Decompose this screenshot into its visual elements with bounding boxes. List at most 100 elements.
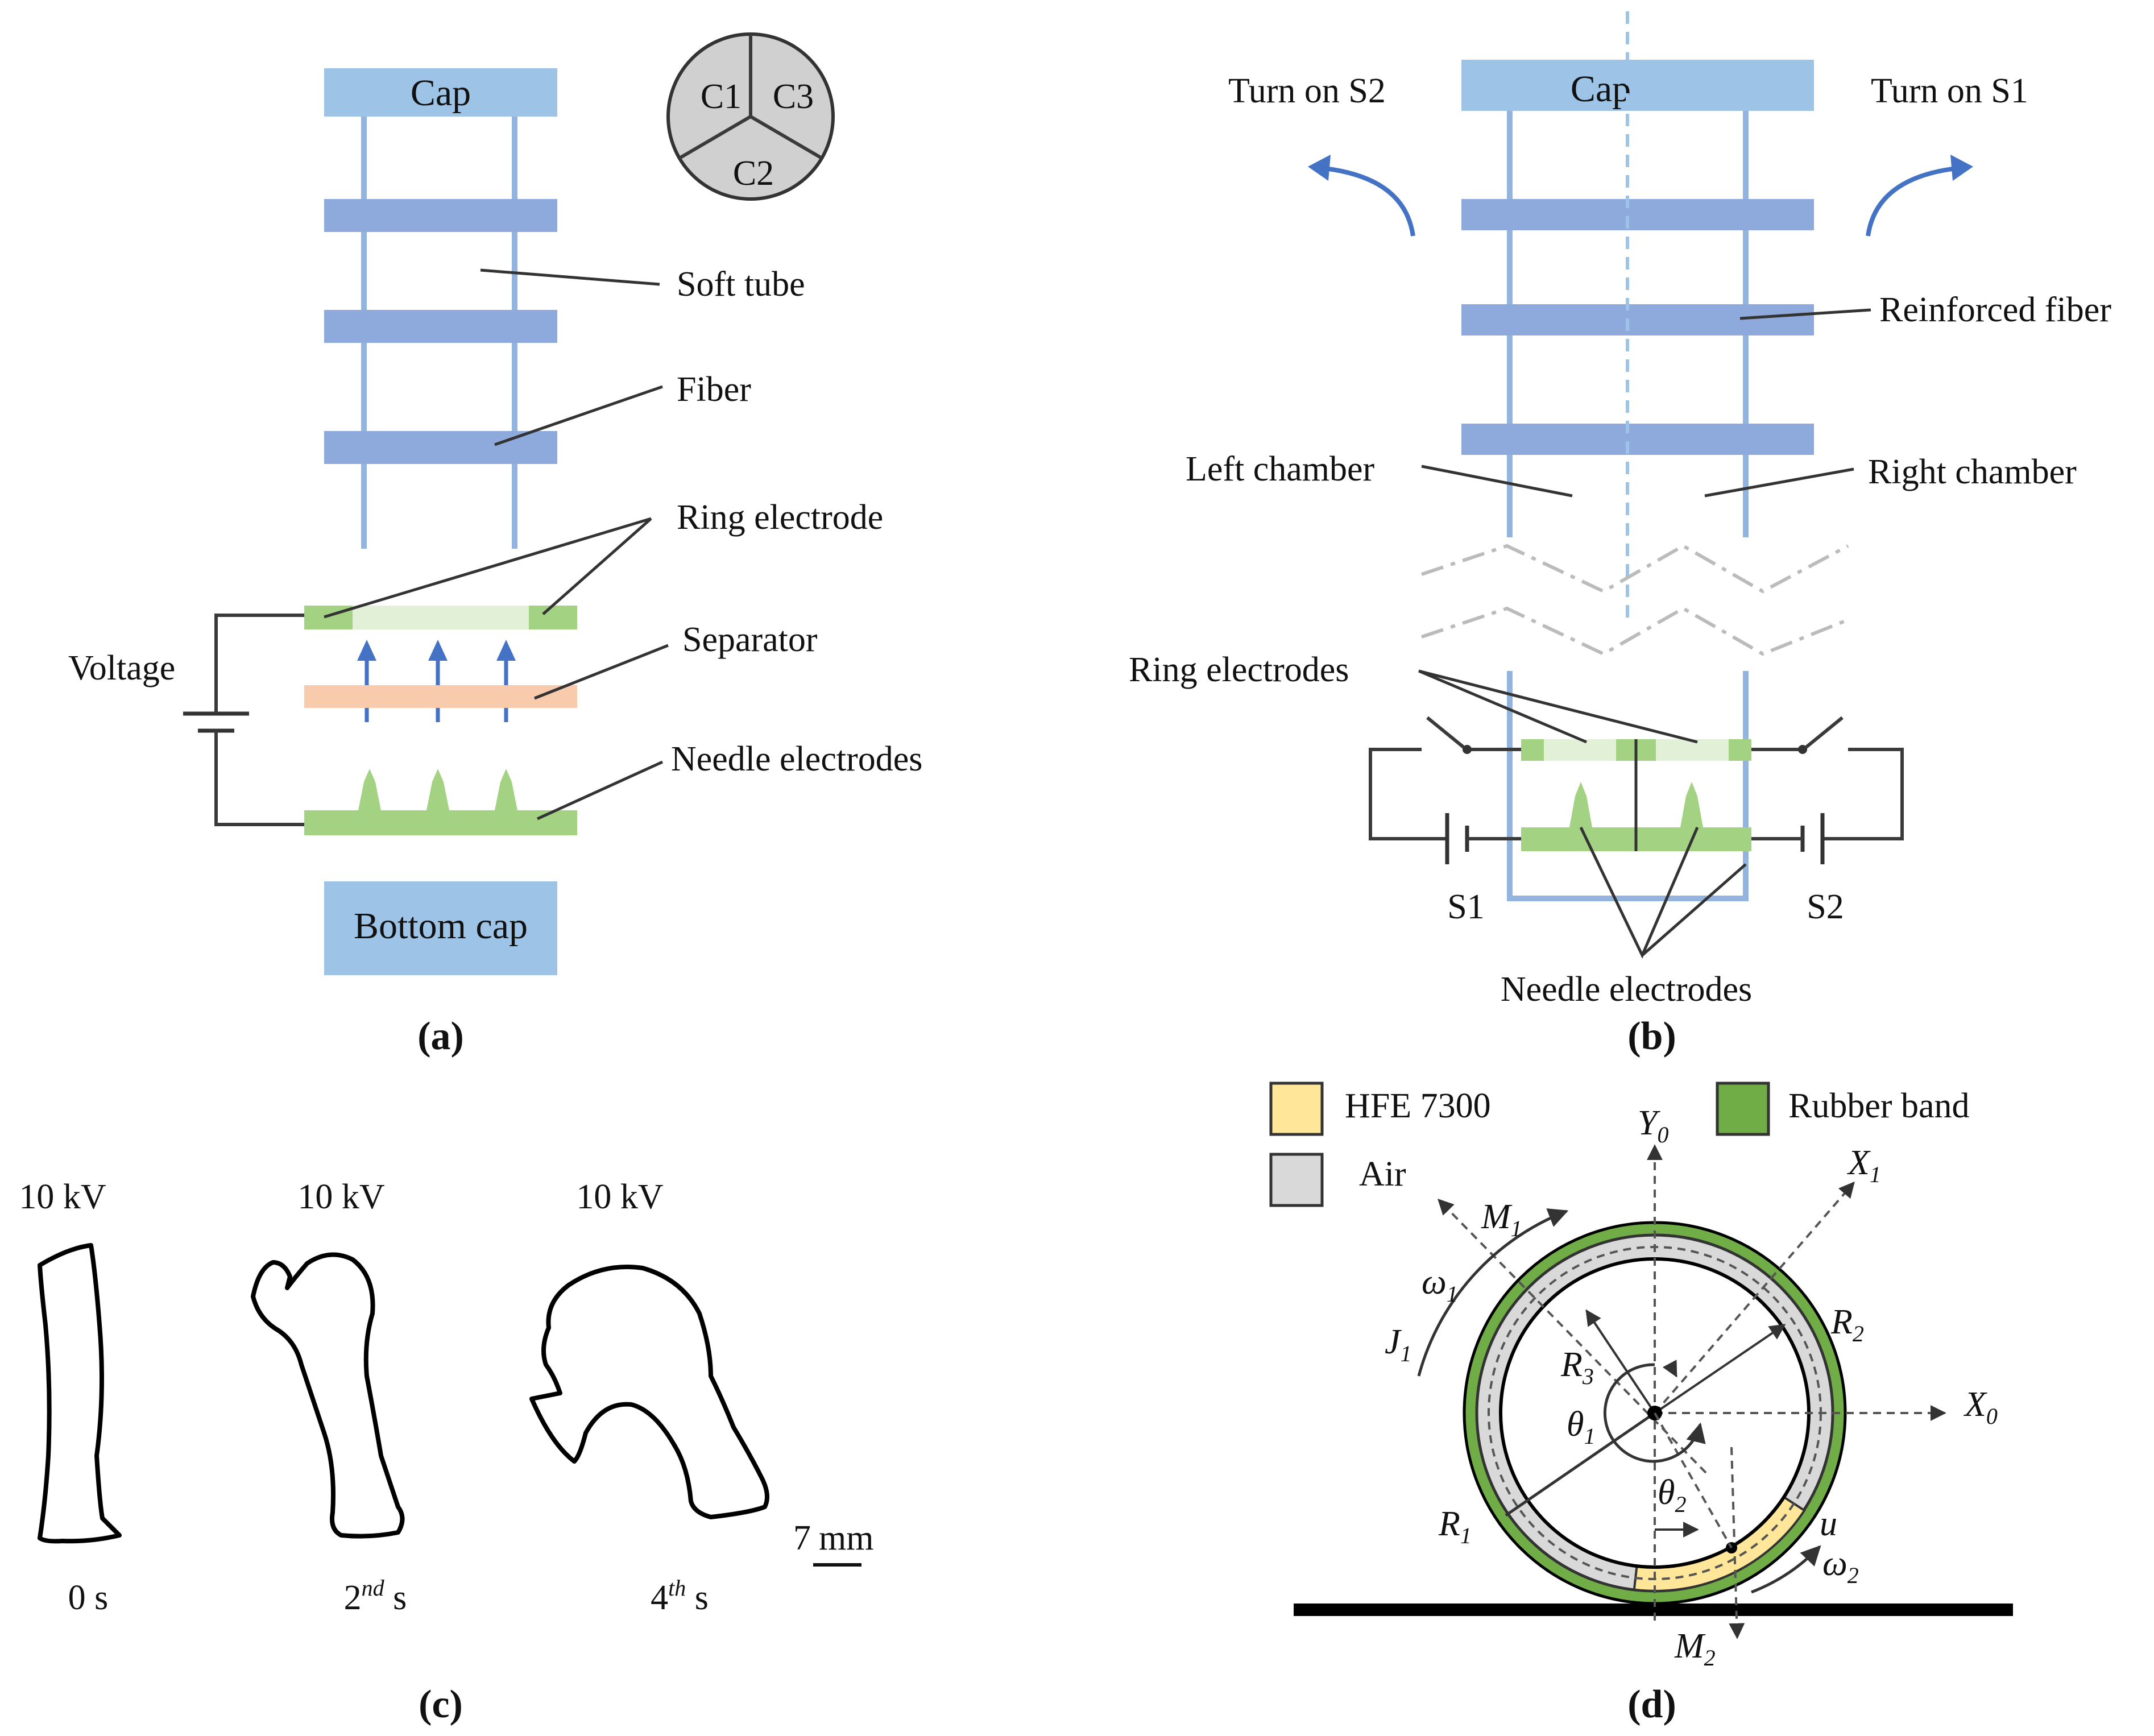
break-line <box>1421 544 1849 594</box>
fiber-label: Fiber <box>677 370 751 409</box>
actuator-shape-2s <box>251 1252 405 1539</box>
voltage-circuit <box>183 614 304 826</box>
turn-left-arrow <box>1319 165 1415 237</box>
r2-radius <box>1654 1324 1786 1414</box>
right-chamber-leader <box>1704 467 1854 498</box>
reinforced-fiber-band <box>1461 304 1814 335</box>
legend-hfe-label: HFE 7300 <box>1345 1087 1491 1125</box>
legend-hfe-swatch <box>1269 1082 1324 1136</box>
turn-on-s1-label: Turn on S1 <box>1871 72 2028 110</box>
needle-electrodes-label: Needle electrodes <box>1501 970 1752 1009</box>
fiber-band <box>324 310 557 343</box>
needle-leader <box>536 760 664 821</box>
ring-electrode-label: Ring electrode <box>677 498 883 537</box>
chamber-cross-section: C1 C3 C2 <box>666 32 835 201</box>
r3-symbol: R3 <box>1560 1345 1594 1389</box>
soft-tube-label: Soft tube <box>677 265 805 304</box>
s2-circuit <box>1751 716 1904 864</box>
actuator-shape-4s <box>529 1265 769 1519</box>
time-0s-label: 0 s <box>68 1578 109 1617</box>
needle-electrodes <box>304 769 577 835</box>
flow-arrows <box>357 640 516 722</box>
fluid-centroid-line <box>1654 1412 1733 1548</box>
ring-electrode-leader <box>542 517 652 615</box>
turn-on-s2-label: Turn on S2 <box>1228 72 1386 110</box>
ring-electrode-leader <box>324 517 652 619</box>
voltage-label-3: 10 kV <box>576 1178 664 1216</box>
legend-air-label: Air <box>1359 1155 1406 1194</box>
time-4s-label: 4th s <box>651 1575 709 1617</box>
m1-axis <box>1438 1198 1707 1474</box>
ground-surface <box>1294 1604 2013 1616</box>
omega1-symbol: ω1 <box>1422 1263 1458 1307</box>
panel-c-caption: (c) <box>419 1683 463 1726</box>
ring-electrode-end <box>1729 739 1751 761</box>
cap-box <box>1461 60 1814 111</box>
m2-axis <box>1729 1447 1745 1639</box>
fiber-band <box>324 199 557 232</box>
r1-symbol: R1 <box>1438 1505 1472 1548</box>
cap-box <box>324 68 557 117</box>
panel-a-caption: (a) <box>417 1014 464 1058</box>
reinforced-fiber-band <box>1461 424 1814 455</box>
break-line <box>1421 606 1849 656</box>
bottom-cap-box <box>324 881 557 975</box>
reinforced-fiber-band <box>1461 199 1814 230</box>
panel-c: 10 kV 10 kV 10 kV 0 s 2nd s 4th s 7 mm (… <box>19 1178 873 1726</box>
panel-d-caption: (d) <box>1627 1683 1676 1726</box>
left-chamber-label: Left chamber <box>1186 450 1375 488</box>
legend-rubber-swatch <box>1716 1082 1770 1136</box>
ring-electrode-end <box>529 606 577 629</box>
voltage-label: Voltage <box>68 649 175 687</box>
panel-b: Cap Turn on S2 Turn on S1 <box>1129 11 2111 1058</box>
omega2-symbol: ω2 <box>1822 1544 1859 1588</box>
x0-symbol: X0 <box>1963 1385 1998 1429</box>
r1-radius <box>1505 1411 1656 1517</box>
panel-d: HFE 7300 Air Rubber band <box>1269 1082 2013 1726</box>
tube-lower-wall <box>1507 671 1749 901</box>
ring-electrodes-label: Ring electrodes <box>1129 651 1349 689</box>
separator <box>304 685 577 708</box>
scale-bar: 7 mm <box>793 1519 873 1567</box>
chamber-c2-label: C2 <box>733 154 774 193</box>
separator-leader <box>534 644 669 700</box>
legend-rubber-label: Rubber band <box>1788 1087 1970 1125</box>
panel-b-caption: (b) <box>1627 1014 1676 1058</box>
omega2-arrow <box>1751 1545 1821 1594</box>
m1-symbol: M1 <box>1481 1198 1522 1241</box>
omega1-arrow <box>1417 1208 1569 1377</box>
x1-axis <box>1654 1181 1855 1414</box>
voltage-label-1: 10 kV <box>19 1178 106 1216</box>
theta1-tick <box>1662 1360 1677 1378</box>
theta2-symbol: θ2 <box>1658 1473 1686 1517</box>
reinforced-fiber-leader <box>1739 308 1871 320</box>
turn-left-arrowhead <box>1308 155 1331 181</box>
s1-label: S1 <box>1447 888 1484 926</box>
reinforced-fiber-label: Reinforced fiber <box>1879 291 2111 329</box>
chamber-c3-label: C3 <box>773 77 814 116</box>
r2-symbol: R2 <box>1830 1303 1864 1346</box>
soft-tube-leader <box>480 268 660 286</box>
s2-label: S2 <box>1807 888 1844 926</box>
theta1-symbol: θ1 <box>1567 1405 1595 1449</box>
y0-symbol: Y0 <box>1638 1104 1668 1147</box>
right-chamber-label: Right chamber <box>1868 453 2077 491</box>
u-symbol: u <box>1820 1505 1837 1543</box>
m2-symbol: M2 <box>1674 1627 1716 1671</box>
s1-circuit <box>1369 716 1521 864</box>
needle-electrodes-leader <box>1641 863 1747 956</box>
time-2s-label: 2nd s <box>344 1575 407 1617</box>
needle-electrodes-label: Needle electrodes <box>671 740 922 778</box>
x1-symbol: X1 <box>1846 1143 1881 1187</box>
ring-electrodes-leader <box>1418 669 1587 744</box>
turn-right-arrowhead <box>1950 155 1973 181</box>
theta1-arc <box>1603 1363 1706 1463</box>
voltage-label-2: 10 kV <box>297 1178 385 1216</box>
needle-electrodes <box>1521 739 1751 851</box>
cap-label: Cap <box>411 72 471 114</box>
cap-label: Cap <box>1571 68 1631 110</box>
bottom-cap-label: Bottom cap <box>354 905 528 947</box>
separator-label: Separator <box>682 620 818 659</box>
fiber-leader <box>494 385 663 446</box>
